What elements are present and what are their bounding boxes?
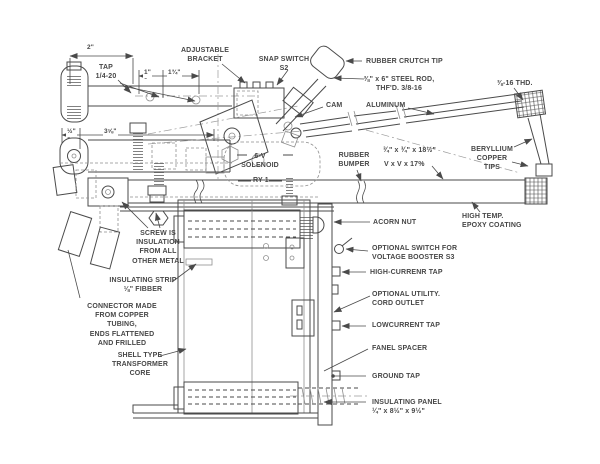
label-bar-size-2: V x V x 17% [384,161,425,168]
label-aluminum: ALUMINUM [366,102,406,109]
label-low-current-tap: LOWCURRENT TAP [372,322,441,329]
label-steel-rod: ⅜" x 6" STEEL ROD, THF'D. 3/8-16 [363,76,435,93]
label-utility-outlet: OPTIONAL UTILITY. CORD OUTLET [372,291,441,308]
bracket-detail [59,53,265,182]
dim-seg2: 1¾" [167,69,182,78]
label-connector-note: CONNECTOR MADE FROM COPPER TUBING, ENDS … [87,303,157,347]
aluminum-arm [147,89,553,177]
label-rubber-crutch-tip: RUBBER CRUTCH TIP [366,58,443,65]
dim-seg1: 1" [143,69,152,78]
label-solenoid-ref: RY 1 [253,177,269,184]
label-tap-note: TAP 1/4-20 [95,64,117,81]
label-thread-note: ⅜-16 THD. [497,80,533,87]
lower-rail [120,163,548,226]
label-bar-size-1: ¾" x ¾" x 18½" [383,147,436,154]
leader-lines [67,58,533,405]
label-transformer-core: SHELL TYPE TRANSFORMER CORE [111,352,169,378]
label-panel-spacer: FANEL SPACER [372,345,428,352]
label-rubber-bumper: RUBBER BUMPER [338,152,370,169]
dim-top-width: 2" [86,44,95,53]
label-solenoid: 6-V SOLENOID [241,153,279,170]
label-ground-tap: GROUND TAP [372,373,421,380]
label-snap-switch: SNAP SWITCH S2 [258,56,310,73]
label-epoxy-coating: HIGH TEMP. EPOXY COATING [462,213,522,230]
label-insulating-strip: INSULATING STRIP ⅛" FIBBER [109,277,177,294]
label-high-current-tap: HIGH-CURRENR TAP [370,269,443,276]
label-beryllium-tips: BERYLLIUM COPPER TIPS [471,146,513,172]
dim-base-width: 3⅝" [103,128,118,137]
dim-left-offset: ½" [66,128,77,137]
label-screw-note: SCREW IS INSULATION FROM ALL OTHER METAL [132,230,184,265]
label-cam: CAM [326,102,343,109]
label-adjustable-bracket: ADJUSTABLE BRACKET [180,47,230,64]
transformer-assembly [132,199,368,426]
label-insulating-panel: INSULATING PANEL ¼" x 8½" x 9½" [372,399,442,416]
label-booster-switch: OPTIONAL SWITCH FOR VOLTAGE BOOSTER S3 [372,245,458,262]
label-acorn-nut: ACORN NUT [373,219,417,226]
solenoid [205,141,321,187]
